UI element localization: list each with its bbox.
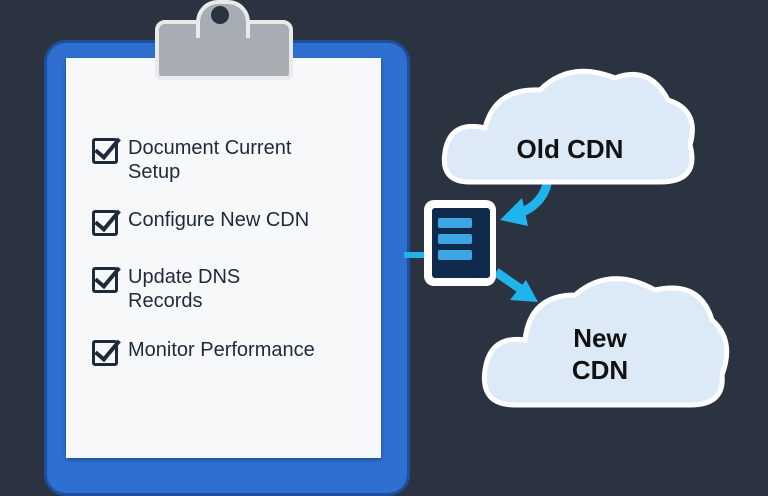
checklist-item-configure-cdn: Configure New CDN xyxy=(92,208,309,236)
checklist-item-monitor: Monitor Performance xyxy=(92,338,315,366)
arrow-head-icon xyxy=(500,198,528,226)
checkbox-checked-icon xyxy=(92,267,118,293)
checkbox-checked-icon xyxy=(92,340,118,366)
old-cdn-label: Old CDN xyxy=(516,134,624,164)
server-icon xyxy=(424,200,496,286)
checklist-item-label: Configure New CDN xyxy=(128,209,310,231)
new-cdn-cloud-icon xyxy=(481,276,730,408)
connector-arrows xyxy=(404,68,730,408)
clipboard-clip-hole xyxy=(211,6,229,24)
checkbox-checked-icon xyxy=(92,138,118,164)
arrow-to-new-cdn xyxy=(493,268,525,294)
checkbox-checked-icon xyxy=(92,210,118,236)
checklist-item-label: Monitor Performance xyxy=(128,339,315,361)
old-cdn-cloud-icon xyxy=(441,68,695,185)
checklist-paper xyxy=(66,58,381,458)
arrow-head-icon xyxy=(510,280,538,302)
